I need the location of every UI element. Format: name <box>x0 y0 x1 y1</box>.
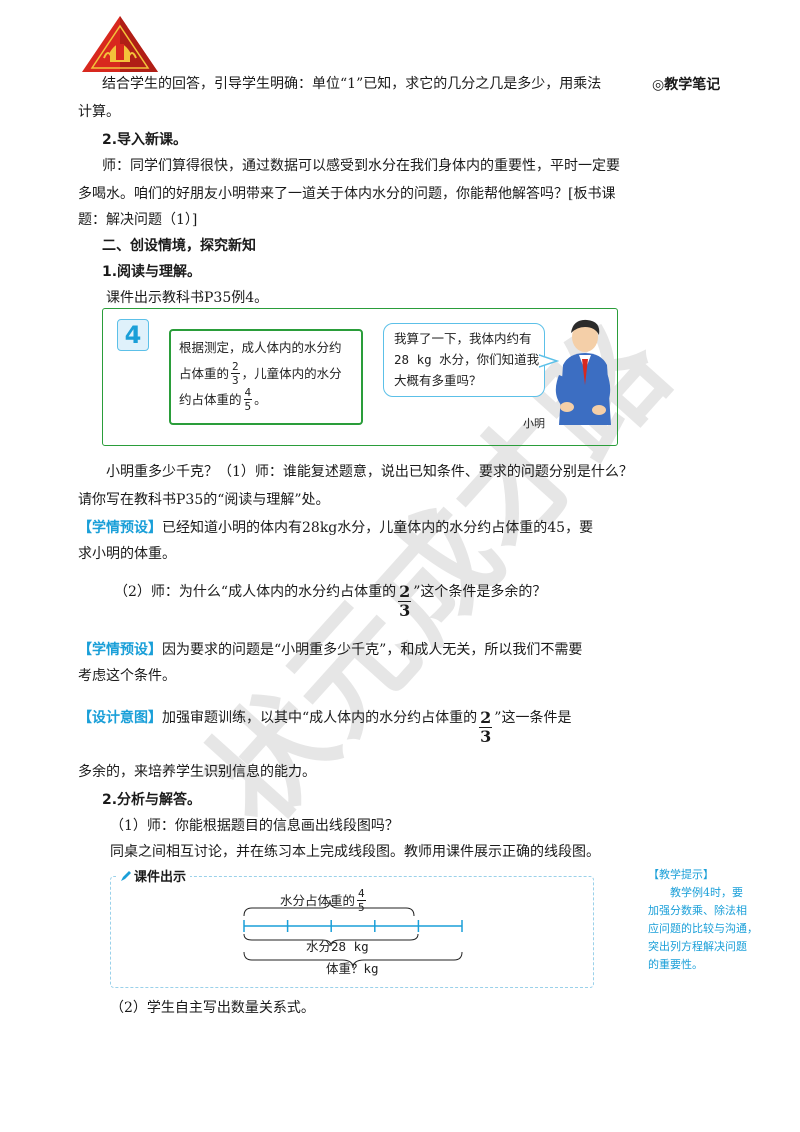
shield-logo <box>80 14 160 74</box>
example-box: 4 根据测定，成人体内的水分约 占体重的 2 3 ，儿童体内的水分 约占体重的 … <box>102 308 618 446</box>
card-text: ，儿童体内的水分 <box>241 366 342 381</box>
heading-read: 1.阅读与理解。 <box>102 264 202 280</box>
paragraph-line: 【设计意图】 加强审题训练，以其中“成人体内的水分约占体重的 2 3 ”这一条件… <box>78 700 572 745</box>
card-line: 占体重的 2 3 ，儿童体内的水分 <box>179 361 342 386</box>
paragraph-line: 考虑这个条件。 <box>78 668 176 684</box>
character-name: 小明 <box>523 417 545 430</box>
intent-text: 加强审题训练，以其中“成人体内的水分约占体重的 <box>162 709 478 726</box>
speech-line: 28 kg 水分，你们知道我 <box>394 352 540 367</box>
paragraph-line: 【学情预设】已经知道小明的体内有28kg水分，儿童体内的水分约占体重的45，要 <box>78 518 593 538</box>
tip-line: 的重要性。 <box>648 958 703 971</box>
diagram-mid-label: 水分28 kg <box>306 939 369 954</box>
tip-line: 应问题的比较与沟通， <box>648 922 758 935</box>
fraction-four-fifths: 4 5 <box>357 888 366 913</box>
frac-denominator: 3 <box>480 727 492 746</box>
frac-numerator: 4 <box>357 887 366 901</box>
segment-ticks <box>243 920 463 932</box>
card-text: 约占体重的 <box>179 392 242 407</box>
speech-bubble: 我算了一下，我体内约有 28 kg 水分，你们知道我 大概有多重吗？ <box>383 323 545 397</box>
paragraph-line: 请你写在教科书P35的“阅读与理解”处。 <box>78 492 330 508</box>
fraction-two-thirds: 2 3 <box>231 361 240 386</box>
paragraph-line: 求小明的体重。 <box>78 546 176 562</box>
frac-denominator: 5 <box>244 400 252 413</box>
paragraph-line: （2）师：为什么“成人体内的水分约占体重的 2 3 ”这个条件是多余的？ <box>114 574 547 619</box>
frac-numerator: 2 <box>231 360 240 374</box>
tip-line: 教学例4时，要 <box>670 886 743 899</box>
speech-tail-icon <box>539 354 559 368</box>
question-text: ”这个条件是多余的？ <box>413 583 547 600</box>
paragraph-line: 同桌之间相互讨论，并在练习本上完成线段图。教师用课件展示正确的线段图。 <box>110 844 600 860</box>
tip-line: 突出列方程解决问题 <box>648 940 747 953</box>
frac-denominator: 5 <box>358 901 365 914</box>
tip-title: 【教学提示】 <box>648 868 714 881</box>
card-line: 根据测定，成人体内的水分约 <box>179 340 342 355</box>
tag-situation-preset: 【学情预设】 <box>78 520 162 536</box>
paragraph-line: 计算。 <box>78 104 120 120</box>
diagram-top-label: 水分占体重的 4 5 <box>280 888 368 913</box>
teaching-notes-label: ◎教学笔记 <box>652 77 721 93</box>
tag-situation-preset: 【学情预设】 <box>78 642 162 658</box>
paragraph-line: 课件出示教科书P35例4。 <box>106 290 269 306</box>
fraction-two-thirds: 2 3 <box>479 708 493 746</box>
measurement-card: 根据测定，成人体内的水分约 占体重的 2 3 ，儿童体内的水分 约占体重的 4 … <box>169 329 363 425</box>
frac-numerator: 2 <box>479 708 493 728</box>
example-number-badge: 4 <box>117 319 149 351</box>
paragraph-line: 小明重多少千克？（1）师：谁能复述题意，说出已知条件、要求的问题分别是什么？ <box>106 464 633 480</box>
courseware-title-text: 课件出示 <box>134 870 187 885</box>
diagram-bottom-label: 体重？kg <box>326 961 379 976</box>
line-segment-diagram <box>243 899 463 969</box>
heading-intro: 2.导入新课。 <box>102 132 188 148</box>
paragraph-line: 多喝水。咱们的好朋友小明带来了一道关于体内水分的问题，你能帮他解答吗？[板书课 <box>78 186 616 202</box>
teaching-tip: 【教学提示】 教学例4时，要 加强分数乘、除法相 应问题的比较与沟通， 突出列方… <box>648 866 768 974</box>
question-text: （2）师：为什么“成人体内的水分约占体重的 <box>114 583 397 600</box>
heading-solve: 2.分析与解答。 <box>102 792 202 808</box>
intent-text: ”这一条件是 <box>494 709 572 726</box>
tip-line: 加强分数乘、除法相 <box>648 904 747 917</box>
diagram-top-text: 水分占体重的 <box>280 893 356 908</box>
section-heading: 二、创设情境，探究新知 <box>102 238 256 254</box>
paragraph-line: 多余的，来培养学生识别信息的能力。 <box>78 764 316 780</box>
card-text: 。 <box>254 392 267 407</box>
paragraph-line: 题：解决问题（1）] <box>78 212 198 228</box>
fraction-two-thirds: 2 3 <box>398 582 412 620</box>
pencil-icon <box>121 870 131 881</box>
tag-text: 因为要求的问题是“小明重多少千克”，和成人无关，所以我们不需要 <box>162 642 583 658</box>
courseware-title: 课件出示 <box>116 866 191 885</box>
frac-numerator: 4 <box>243 386 253 400</box>
boy-character-icon <box>555 319 611 425</box>
paragraph-line: （1）师：你能根据题目的信息画出线段图吗？ <box>110 818 399 834</box>
courseware-panel <box>110 876 594 988</box>
paragraph-line: （2）学生自主写出数量关系式。 <box>110 1000 315 1016</box>
shield-logo-icon <box>82 16 158 72</box>
frac-numerator: 2 <box>398 582 412 602</box>
card-line: 约占体重的 4 5 。 <box>179 387 267 412</box>
frac-denominator: 3 <box>232 374 239 387</box>
fraction-four-fifths: 4 5 <box>243 386 253 413</box>
speech-line: 大概有多重吗？ <box>394 373 482 388</box>
tag-text: 已经知道小明的体内有28kg水分，儿童体内的水分约占体重的45，要 <box>162 520 594 536</box>
paragraph-line: 师：同学们算得很快，通过数据可以感受到水分在我们身体内的重要性，平时一定要 <box>102 158 620 174</box>
paragraph-line: 【学情预设】因为要求的问题是“小明重多少千克”，和成人无关，所以我们不需要 <box>78 640 582 660</box>
paragraph-line: 结合学生的回答，引导学生明确：单位“1”已知，求它的几分之几是多少，用乘法 <box>102 76 602 92</box>
tag-design-intent: 【设计意图】 <box>78 709 162 726</box>
frac-denominator: 3 <box>399 601 411 620</box>
card-text: 占体重的 <box>179 366 230 381</box>
speech-line: 我算了一下，我体内约有 <box>394 331 532 346</box>
